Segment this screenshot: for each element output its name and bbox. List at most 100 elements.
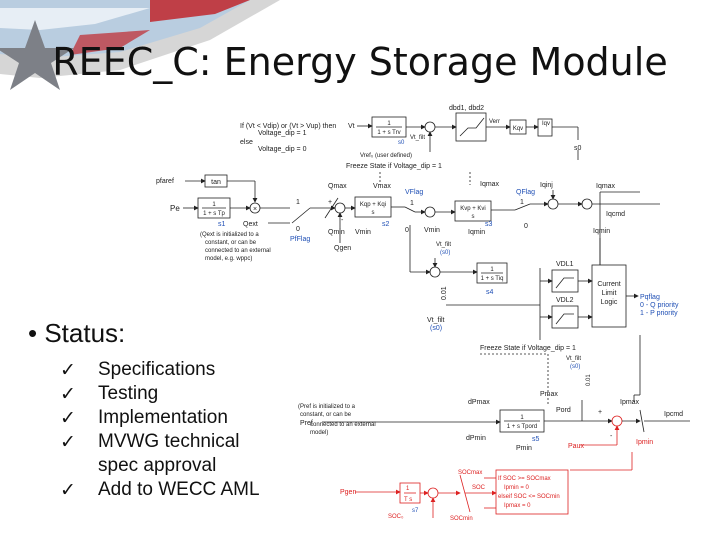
svg-text:1 + s Tp: 1 + s Tp xyxy=(203,211,225,217)
svg-text:dPmax: dPmax xyxy=(468,399,490,406)
svg-text:s: s xyxy=(372,210,375,216)
checklist-item: ✓MVWG technical spec approval xyxy=(60,431,240,476)
svg-text:Limit: Limit xyxy=(602,290,617,297)
svg-text:QFlag: QFlag xyxy=(516,189,535,196)
svg-text:Vref₀ (user defined): Vref₀ (user defined) xyxy=(360,153,412,159)
svg-text:VFlag: VFlag xyxy=(405,189,423,196)
voltage-dip-note: Voltage_dip = 0 xyxy=(258,146,307,153)
svg-text:s3: s3 xyxy=(485,221,493,228)
summing-junction xyxy=(334,202,346,214)
checkmark-icon: ✓ xyxy=(60,359,76,381)
checklist-item: ✓Testing xyxy=(60,383,159,405)
summing-junction xyxy=(424,206,436,218)
svg-text:Logic: Logic xyxy=(601,299,618,306)
svg-text:constant, or can be: constant, or can be xyxy=(205,240,257,246)
qflag-switch xyxy=(514,203,531,211)
svg-text:SOCmax: SOCmax xyxy=(458,470,482,476)
kvp-pi-block xyxy=(454,200,492,222)
slide-title: REEC_C: Energy Storage Module xyxy=(52,40,668,84)
summing-junction xyxy=(547,198,559,210)
svg-text:0: 0 xyxy=(405,227,409,234)
svg-text:1 + s Tiq: 1 + s Tiq xyxy=(481,276,504,282)
svg-text:1: 1 xyxy=(296,199,300,206)
svg-text:1: 1 xyxy=(406,486,410,492)
svg-text:1 + s Trv: 1 + s Trv xyxy=(377,130,400,136)
svg-text:Pmin: Pmin xyxy=(516,445,532,452)
svg-text:Freeze State if Voltage_dip =: Freeze State if Voltage_dip = 1 xyxy=(480,345,576,352)
svg-text:tan: tan xyxy=(211,179,221,186)
svg-text:Iqcmd: Iqcmd xyxy=(606,211,625,218)
svg-text:VDL1: VDL1 xyxy=(556,261,574,268)
svg-text:Iqinj: Iqinj xyxy=(540,182,553,189)
svg-text:pfaref: pfaref xyxy=(156,178,174,185)
svg-text:s: s xyxy=(472,214,475,220)
svg-text:s0: s0 xyxy=(574,145,582,152)
svg-text:Ipcmd: Ipcmd xyxy=(664,411,683,418)
svg-text:Vt_filt: Vt_filt xyxy=(410,135,425,141)
checkmark-icon: ✓ xyxy=(60,383,76,405)
checkmark-icon: ✓ xyxy=(60,479,76,501)
svg-text:connected to an external: connected to an external xyxy=(205,248,271,254)
svg-text:model, e.g. wppc): model, e.g. wppc) xyxy=(205,256,252,262)
checkmark-icon: ✓ xyxy=(60,407,76,429)
vflag-switch xyxy=(404,206,416,213)
q-limiter xyxy=(324,197,339,219)
svg-text:(Qext is initialized to a: (Qext is initialized to a xyxy=(200,232,259,238)
pfflag-switch xyxy=(291,207,311,224)
svg-text:Pord: Pord xyxy=(556,407,571,414)
svg-text:Kqp + Kqi: Kqp + Kqi xyxy=(360,202,386,208)
svg-text:(s0): (s0) xyxy=(570,364,580,370)
svg-text:constant, or can be: constant, or can be xyxy=(300,412,352,418)
svg-text:(s0): (s0) xyxy=(440,250,450,256)
summing-junction xyxy=(427,487,439,499)
svg-text:Ipmax: Ipmax xyxy=(620,399,640,406)
svg-text:Iqv: Iqv xyxy=(542,121,550,127)
svg-text:s7: s7 xyxy=(412,508,419,514)
svg-text:(s0): (s0) xyxy=(430,325,442,332)
svg-text:Qext: Qext xyxy=(243,221,258,228)
summing-junction xyxy=(611,415,623,427)
svg-text:1: 1 xyxy=(410,200,414,207)
svg-text:s4: s4 xyxy=(486,289,494,296)
svg-text:Pref: Pref xyxy=(300,420,313,427)
status-heading: • Status: xyxy=(28,318,126,348)
svg-text:1: 1 xyxy=(212,202,216,208)
svg-text:T s: T s xyxy=(404,497,412,503)
ip-limiter xyxy=(639,409,645,433)
svg-text:SOC₀: SOC₀ xyxy=(388,514,404,520)
svg-text:Vt_filt: Vt_filt xyxy=(436,242,451,248)
svg-text:Iqmax: Iqmax xyxy=(596,183,616,190)
svg-text:Iqmin: Iqmin xyxy=(593,228,610,235)
svg-text:dbd1, dbd2: dbd1, dbd2 xyxy=(449,105,484,112)
svg-text:VDL2: VDL2 xyxy=(556,297,574,304)
svg-text:s2: s2 xyxy=(382,221,390,228)
svg-text:+: + xyxy=(598,409,602,416)
svg-text:SOCmin: SOCmin xyxy=(450,516,473,522)
svg-text:Iqmax: Iqmax xyxy=(480,181,500,188)
soc-limiter xyxy=(459,474,471,513)
svg-text:dPmin: dPmin xyxy=(466,435,486,442)
svg-text:Qmin: Qmin xyxy=(328,229,345,236)
svg-text:1: 1 xyxy=(387,121,391,127)
svg-text:model): model) xyxy=(310,430,328,436)
svg-text:Vmax: Vmax xyxy=(373,183,391,190)
corner-flag-decoration xyxy=(0,0,720,110)
voltage-dip-note: Voltage_dip = 1 xyxy=(258,130,307,137)
svg-text:connected to an external: connected to an external xyxy=(310,422,376,428)
iq-limit-node xyxy=(581,198,593,210)
svg-text:Vt_filt: Vt_filt xyxy=(427,317,445,324)
svg-text:Pe: Pe xyxy=(170,204,180,213)
svg-text:1: 1 xyxy=(520,199,524,206)
svg-text:If SOC >= SOCmax: If SOC >= SOCmax xyxy=(498,476,551,482)
svg-text:-: - xyxy=(610,433,613,440)
svg-text:Iqmin: Iqmin xyxy=(468,229,485,236)
checkmark-icon: ✓ xyxy=(60,431,76,453)
freeze-note: Freeze State if Voltage_dip = 1 xyxy=(346,163,442,170)
svg-text:Current: Current xyxy=(597,281,620,288)
vt-label: Vt xyxy=(348,123,355,130)
svg-text:-: - xyxy=(341,217,344,224)
summing-junction xyxy=(424,121,436,133)
svg-text:Kvp + Kvi: Kvp + Kvi xyxy=(460,206,486,212)
voltage-dip-note: If (Vt < Vdip) or (Vt > Vup) then xyxy=(240,123,336,130)
